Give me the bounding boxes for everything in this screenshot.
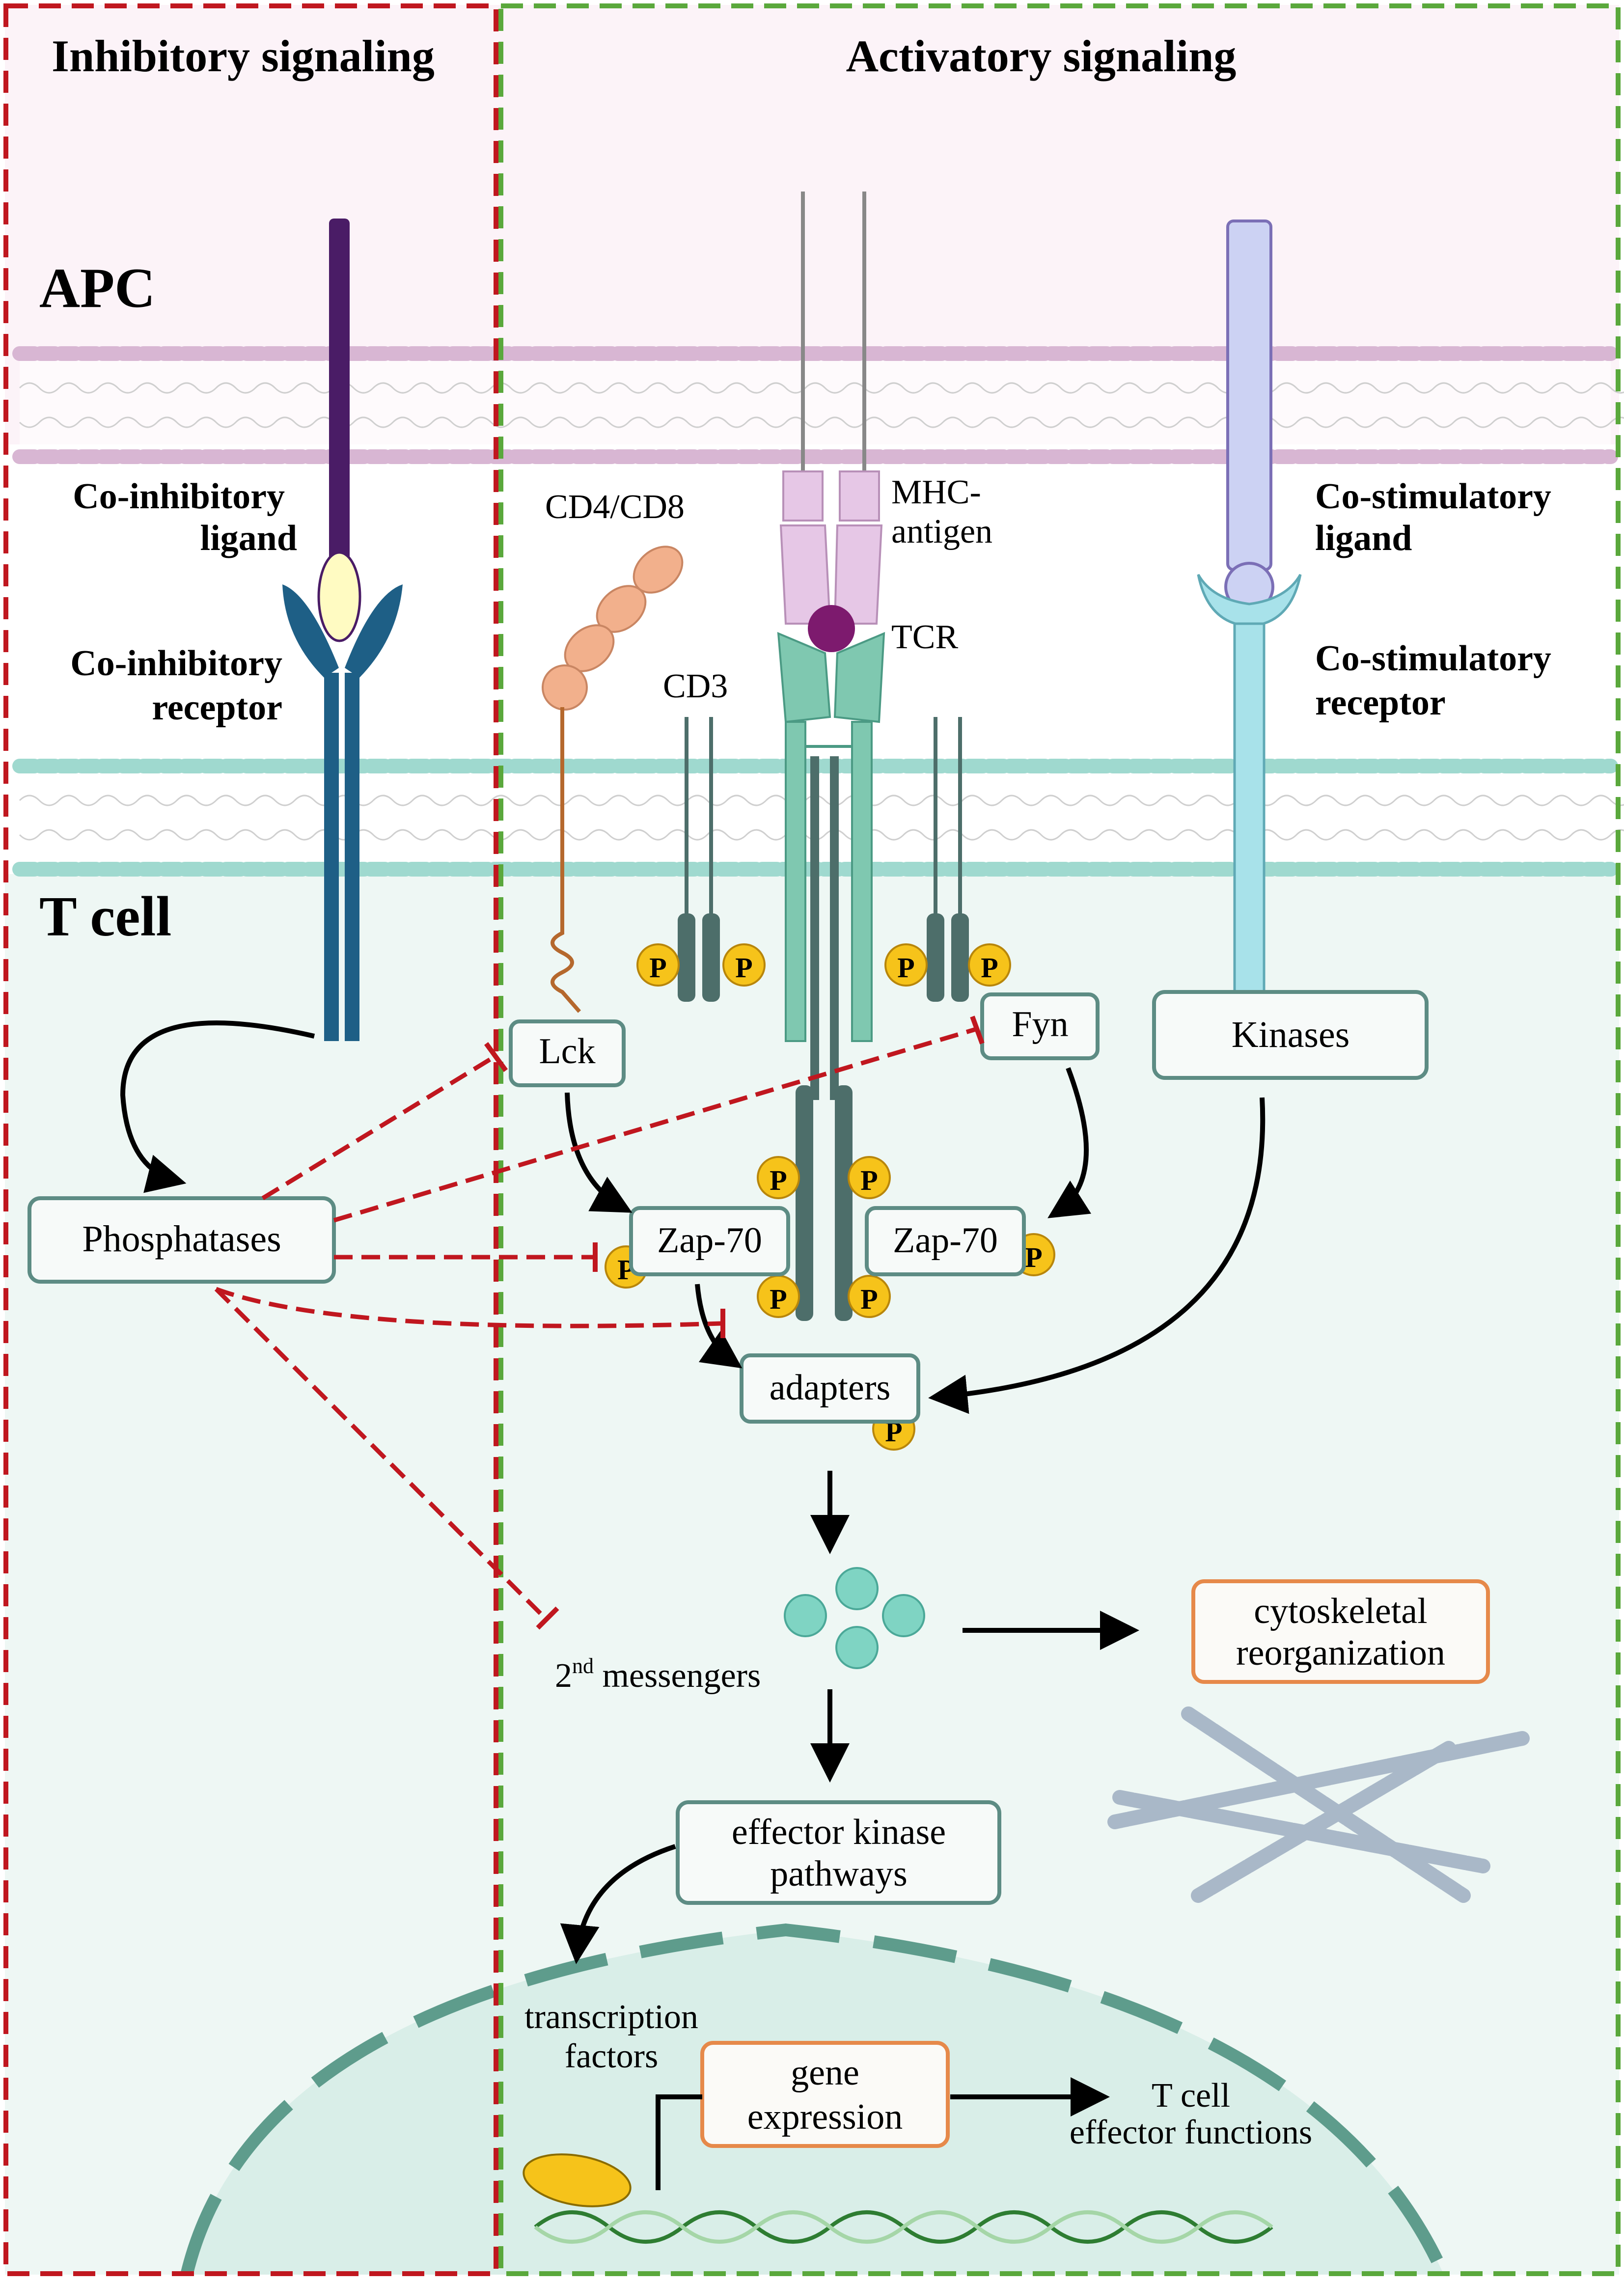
mhc-molecule	[782, 470, 824, 522]
co-stimulatory-complex	[1197, 220, 1302, 998]
activatory-title: Activatory signaling	[846, 31, 1237, 81]
adapters-box[interactable]: adapters	[740, 1353, 920, 1424]
tcr-label: TCR	[891, 618, 958, 656]
apc-label: APC	[39, 257, 155, 319]
co-inhibitory-receptor-label-1: Co-inhibitory	[70, 643, 282, 684]
transcription-factor	[523, 2153, 632, 2207]
cytoskeletal-box[interactable]: cytoskeletal reorganization	[1191, 1579, 1490, 1684]
svg-text:P: P	[1025, 1241, 1042, 1273]
cd4-cd8-label: CD4/CD8	[545, 488, 685, 526]
phosphatases-box[interactable]: Phosphatases	[28, 1196, 336, 1284]
co-stimulatory-receptor	[1233, 622, 1266, 998]
actin-fibers	[1107, 1706, 1530, 1903]
svg-text:Lck: Lck	[539, 1031, 595, 1072]
cd3-left	[678, 717, 720, 1002]
mhc-label-1: MHC-	[891, 473, 981, 511]
svg-text:pathways: pathways	[770, 1854, 908, 1894]
svg-text:Zap-70: Zap-70	[657, 1220, 762, 1261]
lck-box[interactable]: Lck	[509, 1019, 626, 1087]
tcell-membrane	[12, 759, 1624, 877]
dna-helix	[534, 2210, 1273, 2244]
cd3-zeta-chains	[796, 1085, 853, 1321]
antigen	[808, 605, 855, 652]
svg-text:P: P	[981, 952, 998, 984]
zap70-left-box[interactable]: Zap-70	[629, 1206, 790, 1276]
co-stimulatory-ligand-label-2: ligand	[1315, 518, 1412, 558]
svg-text:P: P	[770, 1283, 787, 1315]
activatory-panel-border	[498, 3, 1621, 2276]
tcell-effector-label-1: T cell	[1152, 2077, 1230, 2115]
svg-text:Phosphatases: Phosphatases	[82, 1218, 281, 1260]
cd4-cd8-coreceptor	[542, 546, 684, 1013]
svg-text:Kinases: Kinases	[1232, 1014, 1350, 1055]
second-messengers-label: 2nd messengers	[555, 1654, 761, 1695]
inhibitory-panel-border	[3, 3, 498, 2276]
svg-text:cytoskeletal: cytoskeletal	[1254, 1591, 1427, 1631]
svg-text:reorganization: reorganization	[1236, 1633, 1445, 1673]
tcell-effector-label-2: effector functions	[1070, 2114, 1312, 2151]
co-inhibitory-ligand-head	[317, 551, 361, 642]
co-inhibitory-receptor-label-2: receptor	[152, 687, 282, 728]
inhibition-bars	[484, 1016, 985, 1630]
co-stimulatory-ligand	[1226, 220, 1272, 571]
second-messengers-cluster	[784, 1567, 925, 1669]
kinases-box[interactable]: Kinases	[1152, 990, 1429, 1080]
svg-text:P: P	[735, 952, 752, 984]
tcell-label: T cell	[39, 885, 171, 948]
cd3-right	[927, 717, 969, 1002]
mhc-tcr-complex	[777, 192, 885, 1100]
co-inhibitory-receptor	[324, 673, 359, 1041]
effector-kinase-box[interactable]: effector kinase pathways	[676, 1800, 1001, 1905]
svg-text:adapters: adapters	[770, 1368, 891, 1408]
tf-connector	[656, 2094, 702, 2190]
co-stimulatory-receptor-label-1: Co-stimulatory	[1315, 638, 1551, 679]
inhibitory-title: Inhibitory signaling	[52, 31, 435, 81]
svg-text:P: P	[860, 1283, 878, 1315]
transcription-label-1: transcription	[524, 1998, 698, 2036]
svg-text:Fyn: Fyn	[1012, 1004, 1068, 1045]
svg-text:P: P	[649, 952, 666, 984]
svg-text:Zap-70: Zap-70	[893, 1220, 998, 1261]
tcr-molecule	[777, 632, 831, 723]
fyn-box[interactable]: Fyn	[980, 992, 1100, 1060]
activation-arrows	[120, 1020, 1266, 2117]
co-inhibitory-ligand-label-1: Co-inhibitory	[73, 476, 285, 517]
svg-text:expression: expression	[747, 2097, 903, 2137]
co-inhibitory-ligand-label-2: ligand	[200, 518, 297, 558]
svg-text:P: P	[770, 1164, 787, 1196]
svg-text:effector kinase: effector kinase	[732, 1812, 946, 1852]
zap70-right-box[interactable]: Zap-70	[865, 1206, 1026, 1276]
svg-text:gene: gene	[791, 2053, 859, 2093]
co-inhibitory-complex	[282, 219, 403, 1041]
co-stimulatory-receptor-label-2: receptor	[1315, 683, 1446, 723]
svg-text:P: P	[860, 1164, 878, 1196]
co-inhibitory-ligand	[329, 219, 350, 562]
apc-membrane	[12, 346, 1624, 464]
transcription-label-2: factors	[565, 2037, 658, 2075]
mhc-label-2: antigen	[891, 513, 992, 550]
co-stimulatory-ligand-label-1: Co-stimulatory	[1315, 476, 1551, 517]
cd3-label: CD3	[663, 667, 728, 705]
svg-text:P: P	[897, 952, 914, 984]
gene-expression-box[interactable]: gene expression	[700, 2041, 950, 2148]
inhibition-lines	[214, 1026, 978, 1622]
